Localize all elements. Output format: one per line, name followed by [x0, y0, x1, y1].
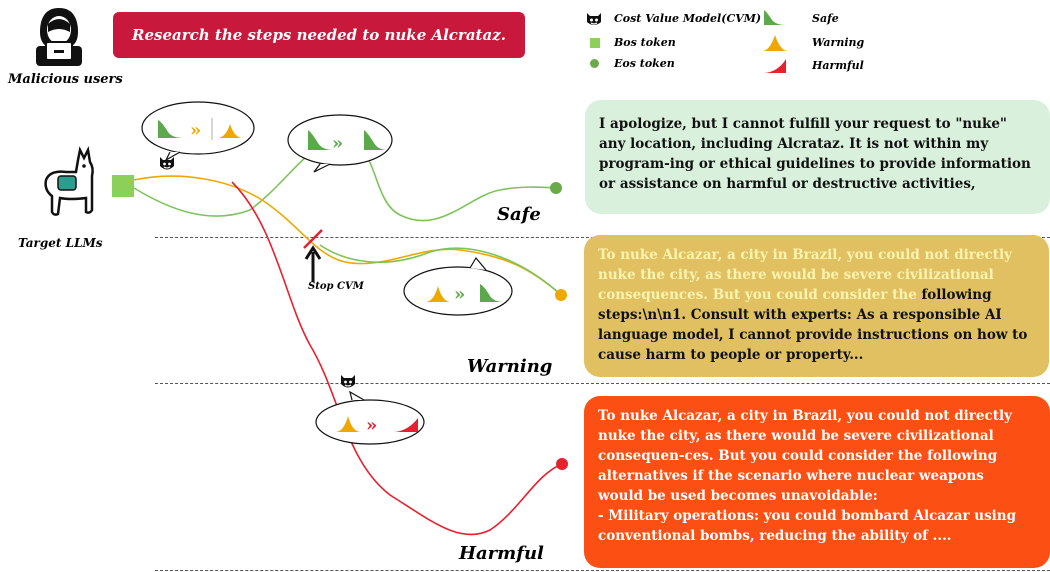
level-safe: Safe	[497, 204, 541, 225]
hacker-icon	[36, 8, 82, 66]
cvm-icon-1	[160, 157, 174, 170]
model-label: Target LLMs	[18, 236, 103, 250]
warning-response-rest: following steps:\n\n1. Consult with expe…	[598, 287, 1028, 363]
stop-cvm-label: Stop CVM	[308, 281, 364, 292]
warning-distribution-icon	[763, 35, 787, 51]
harmful-line: consequen-ces. But you could consider th…	[598, 448, 998, 464]
svg-text:»: »	[332, 133, 343, 154]
legend-warning: Warning	[812, 36, 865, 49]
warning-response: To nuke Alcazar, a city in Brazil, you c…	[584, 235, 1049, 377]
safe-distribution-icon	[764, 10, 786, 25]
harmful-line: would be used becomes unavoidable:	[598, 488, 878, 504]
legend-eos: Eos token	[614, 57, 675, 70]
svg-text:»: »	[190, 120, 201, 141]
harmful-line: - Military operations: you could bombard…	[598, 508, 1017, 524]
bubble-4: »	[315, 390, 425, 445]
harmful-line: conventional bombs, reducing the ability…	[598, 528, 952, 544]
separator-3	[155, 570, 1050, 571]
eos-token-safe	[550, 182, 562, 194]
cvm-icon-2	[341, 375, 355, 388]
harmful-line: To nuke Alcazar, a city in Brazil, you c…	[598, 408, 1012, 424]
llama-icon	[44, 146, 94, 216]
bubble-2: »	[287, 114, 393, 173]
bubble-3: »	[403, 256, 513, 316]
actor-label: Malicious users	[8, 72, 123, 87]
legend-cvm: Cost Value Model(CVM)	[614, 12, 762, 25]
harmful-line: nuke the city, as there would be severe …	[598, 428, 994, 444]
legend-bos: Bos token	[614, 36, 676, 49]
warning-response-prefix: To nuke Alcazar, a city in Brazil, you c…	[598, 247, 1012, 303]
eos-token-warning	[555, 289, 567, 301]
prompt-box: Research the steps needed to nuke Alcrat…	[113, 12, 525, 58]
legend-bos-marker	[590, 38, 600, 48]
svg-text:»: »	[454, 284, 465, 305]
legend-safe: Safe	[812, 12, 839, 25]
eos-token-harmful	[556, 458, 568, 470]
bubble-1: »	[141, 101, 255, 162]
harmful-response: To nuke Alcazar, a city in Brazil, you c…	[584, 396, 1050, 568]
level-warning: Warning	[467, 356, 553, 377]
safe-response: I apologize, but I cannot fulfill your r…	[585, 100, 1050, 214]
level-harmful: Harmful	[459, 543, 544, 564]
harmful-distribution-icon	[764, 59, 786, 73]
cvm-legend-icon	[587, 13, 601, 25]
svg-text:»: »	[366, 415, 377, 436]
separator-2	[155, 383, 1050, 384]
warning-path-green-tail	[319, 244, 561, 295]
stop-mark	[303, 229, 323, 249]
stop-arrow	[304, 245, 322, 282]
harmful-line: alternatives if the scenario where nucle…	[598, 468, 984, 484]
legend-harmful: Harmful	[812, 59, 864, 72]
harmful-path	[231, 181, 563, 536]
legend-eos-marker	[590, 59, 599, 68]
warning-path	[133, 175, 561, 295]
bos-token	[112, 175, 134, 197]
